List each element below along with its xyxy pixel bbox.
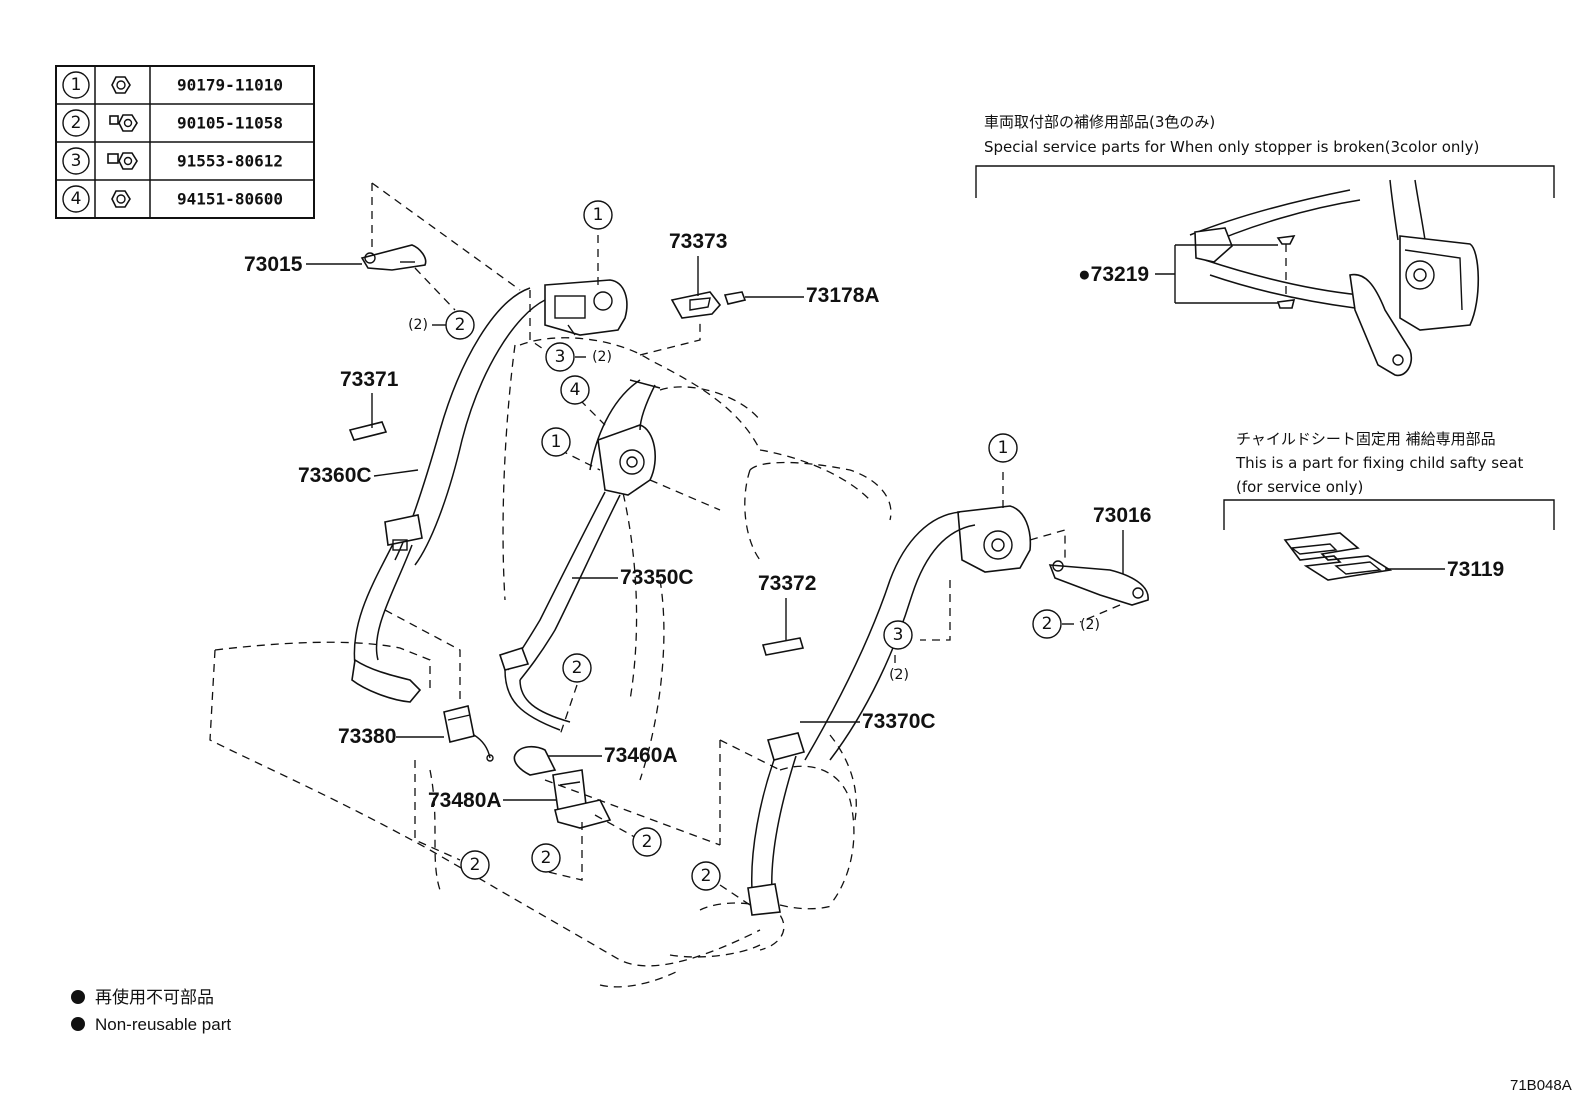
- label-73016: 73016: [1093, 504, 1151, 527]
- bolt-icon: [107, 152, 138, 170]
- svg-text:2: 2: [470, 855, 481, 875]
- callout-ref-2: 2: [1032, 609, 1062, 639]
- child-note-en-1: This is a part for fixing child safty se…: [1235, 454, 1524, 472]
- part-73460A: [513, 745, 557, 776]
- part-73371: [348, 421, 388, 441]
- filled-circle-icon: [71, 1017, 85, 1031]
- svg-text:1: 1: [551, 432, 562, 452]
- svg-text:2: 2: [572, 658, 583, 678]
- label-73372: 73372: [758, 572, 816, 595]
- legend-jp: 再使用不可部品: [95, 987, 214, 1007]
- qty-label: (2): [592, 349, 612, 365]
- svg-text:3: 3: [893, 625, 904, 645]
- svg-text:2: 2: [541, 848, 552, 868]
- svg-text:1: 1: [593, 205, 604, 225]
- child-note-jp: チャイルドシート固定用 補給専用部品: [1236, 430, 1496, 448]
- callout-ref-2: 2: [562, 653, 592, 683]
- svg-text:2: 2: [642, 832, 653, 852]
- qty-label: (2): [889, 667, 909, 683]
- part-73380: [443, 705, 494, 762]
- center-seat-belt-assembly: [498, 379, 661, 731]
- rear-seat-outline: [209, 337, 892, 988]
- callout-ref-3: 3: [545, 342, 575, 372]
- svg-text:2: 2: [701, 866, 712, 886]
- qty-label: (2): [1080, 617, 1100, 633]
- assembly-lines: [371, 182, 1121, 906]
- callout-ref-2: 2: [531, 843, 561, 873]
- label-73178A: 73178A: [806, 284, 880, 307]
- label-73350C: 73350C: [620, 566, 694, 589]
- fastener-ref: 4: [71, 189, 82, 209]
- stopper-note-en: Special service parts for When only stop…: [984, 138, 1479, 156]
- child-note-en-2: (for service only): [1236, 478, 1363, 496]
- callout-ref-1: 1: [583, 200, 613, 230]
- circle-callouts: 1 2 3 4 1 2 2 2 2 2 1 3 2: [445, 200, 1062, 891]
- callout-ref-1: 1: [541, 427, 571, 457]
- callout-ref-4: 4: [560, 375, 590, 405]
- quantity-labels: (2) (2) (2) (2): [408, 317, 1100, 683]
- part-73178A: [723, 291, 747, 305]
- part-73016: [1048, 560, 1149, 606]
- stopper-note-jp: 車両取付部の補修用部品(3色のみ): [984, 113, 1215, 131]
- bolt-icon: [109, 114, 138, 132]
- svg-text:3: 3: [555, 347, 566, 367]
- label-73371: 73371: [340, 368, 399, 391]
- part-73015: [360, 244, 427, 271]
- stopper-service-inset: 車両取付部の補修用部品(3色のみ) Special service parts …: [975, 113, 1555, 377]
- label-73480A: 73480A: [428, 789, 502, 812]
- filled-circle-icon: [71, 990, 85, 1004]
- part-73373: [670, 291, 722, 319]
- legend-en: Non-reusable part: [95, 1015, 231, 1034]
- label-73380: 73380: [338, 725, 396, 748]
- part-73480A: [552, 769, 612, 829]
- fastener-table: 1 90179-11010 2 90105-11058 3: [55, 65, 315, 219]
- label-73370C: 73370C: [862, 710, 936, 733]
- part-labels: 73015 73371 73360C 73373 73178A 73350C 7…: [244, 230, 1151, 812]
- fastener-part-no: 94151-80600: [177, 190, 283, 209]
- part-73372: [761, 637, 805, 656]
- left-seat-belt-assembly: [351, 279, 628, 703]
- fastener-row: 1 90179-11010: [62, 71, 283, 99]
- label-73460A: 73460A: [604, 744, 678, 767]
- diagram-code: 71B048A: [1510, 1077, 1572, 1094]
- fastener-ref: 1: [71, 75, 82, 95]
- callout-ref-2: 2: [460, 850, 490, 880]
- legend: 再使用不可部品 Non-reusable part: [71, 987, 231, 1034]
- fastener-ref: 3: [71, 151, 82, 171]
- fastener-row: 3 91553-80612: [62, 147, 283, 175]
- label-73119: 73119: [1447, 558, 1504, 581]
- callout-ref-2: 2: [632, 827, 662, 857]
- svg-text:2: 2: [1042, 614, 1053, 634]
- nut-icon: [111, 76, 131, 94]
- fastener-part-no: 90179-11010: [177, 76, 283, 95]
- svg-text:1: 1: [998, 438, 1009, 458]
- label-73219: ●73219: [1078, 263, 1149, 286]
- part-73119: [1283, 532, 1393, 581]
- fastener-row: 2 90105-11058: [62, 109, 283, 137]
- label-73360C: 73360C: [298, 464, 372, 487]
- nut-icon: [111, 190, 131, 208]
- right-seat-belt-assembly: [747, 505, 1032, 916]
- stopper-clip: [1276, 235, 1296, 309]
- fastener-part-no: 91553-80612: [177, 152, 283, 171]
- callout-ref-2: 2: [445, 310, 475, 340]
- label-73373: 73373: [669, 230, 727, 253]
- callout-ref-3: 3: [883, 620, 913, 650]
- fastener-part-no: 90105-11058: [177, 114, 283, 133]
- fastener-row: 4 94151-80600: [62, 185, 283, 213]
- qty-label: (2): [408, 317, 428, 333]
- callout-ref-1: 1: [988, 433, 1018, 463]
- child-seat-service-inset: チャイルドシート固定用 補給専用部品 This is a part for fi…: [1223, 430, 1555, 581]
- label-73015: 73015: [244, 253, 303, 276]
- fastener-ref: 2: [71, 113, 82, 133]
- svg-text:2: 2: [455, 315, 466, 335]
- callout-ref-2: 2: [691, 861, 721, 891]
- svg-text:4: 4: [570, 380, 581, 400]
